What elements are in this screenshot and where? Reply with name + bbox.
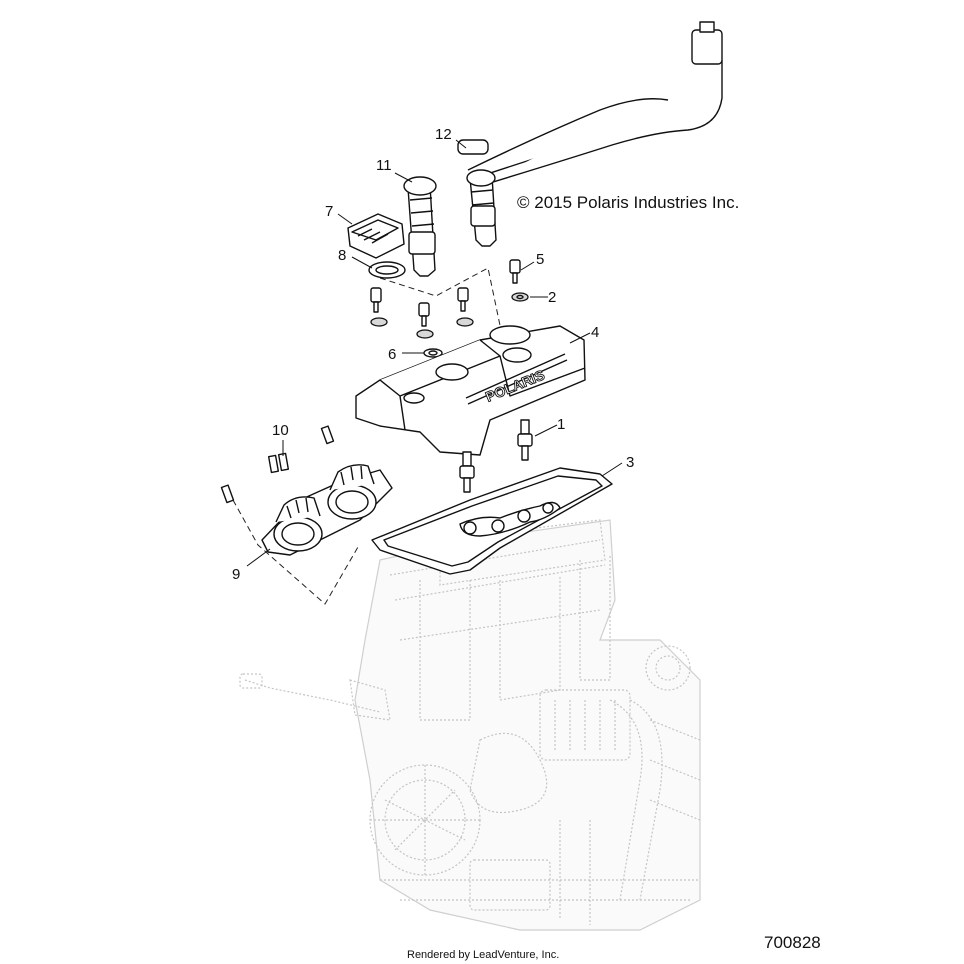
- cover-bolt-4[interactable]: [509, 259, 521, 284]
- callout-6: 6: [388, 346, 396, 363]
- harness-clip: [457, 139, 489, 155]
- callout-12: 12: [435, 126, 452, 143]
- callout-2: 2: [548, 289, 556, 306]
- ignition-coil-left[interactable]: [403, 176, 437, 277]
- intake-boot[interactable]: [261, 464, 393, 556]
- cover-bolt-3[interactable]: [456, 287, 474, 327]
- harness-connector-icon: [691, 29, 723, 65]
- ignition-coil-right[interactable]: [466, 169, 497, 247]
- cover-bolt-2[interactable]: [416, 302, 434, 339]
- callout-7: 7: [325, 203, 333, 220]
- leader-lines: [246, 139, 623, 567]
- callout-1: 1: [557, 416, 565, 433]
- callout-numbers: 1 2 3 4 5 6 7 8 9 10 11 12: [232, 126, 634, 583]
- cover-washer-2[interactable]: [511, 292, 529, 302]
- intake-bolt-c[interactable]: [320, 425, 335, 445]
- oil-cap-o-ring[interactable]: [368, 261, 406, 279]
- callout-8: 8: [338, 247, 346, 264]
- cover-bolt-1[interactable]: [370, 287, 388, 327]
- spark-plug-right[interactable]: [517, 419, 533, 461]
- intake-bolt-d[interactable]: [220, 484, 235, 504]
- intake-bolt-a[interactable]: [267, 454, 280, 474]
- callout-10: 10: [272, 422, 289, 439]
- spark-plug-left[interactable]: [459, 451, 475, 493]
- callout-4: 4: [591, 324, 599, 341]
- assembly-dashed-lines: [232, 267, 503, 605]
- valve-cover-gasket[interactable]: [371, 467, 613, 575]
- rendered-by-text: Rendered by LeadVenture, Inc.: [407, 949, 559, 961]
- callout-11: 11: [376, 157, 392, 174]
- callout-5: 5: [536, 251, 544, 268]
- harness-connector-tab: [699, 21, 715, 33]
- engine-ghost: [239, 519, 701, 931]
- callout-9: 9: [232, 566, 240, 583]
- ignition-coil-harness[interactable]: [457, 21, 723, 187]
- copyright-text: © 2015 Polaris Industries Inc.: [517, 193, 739, 212]
- intake-bolt-b[interactable]: [277, 452, 290, 472]
- callout-3: 3: [626, 454, 634, 471]
- diagram-number: 700828: [764, 933, 821, 952]
- valve-cover[interactable]: POLARIS: [355, 325, 586, 456]
- oil-fill-cap[interactable]: [347, 213, 405, 259]
